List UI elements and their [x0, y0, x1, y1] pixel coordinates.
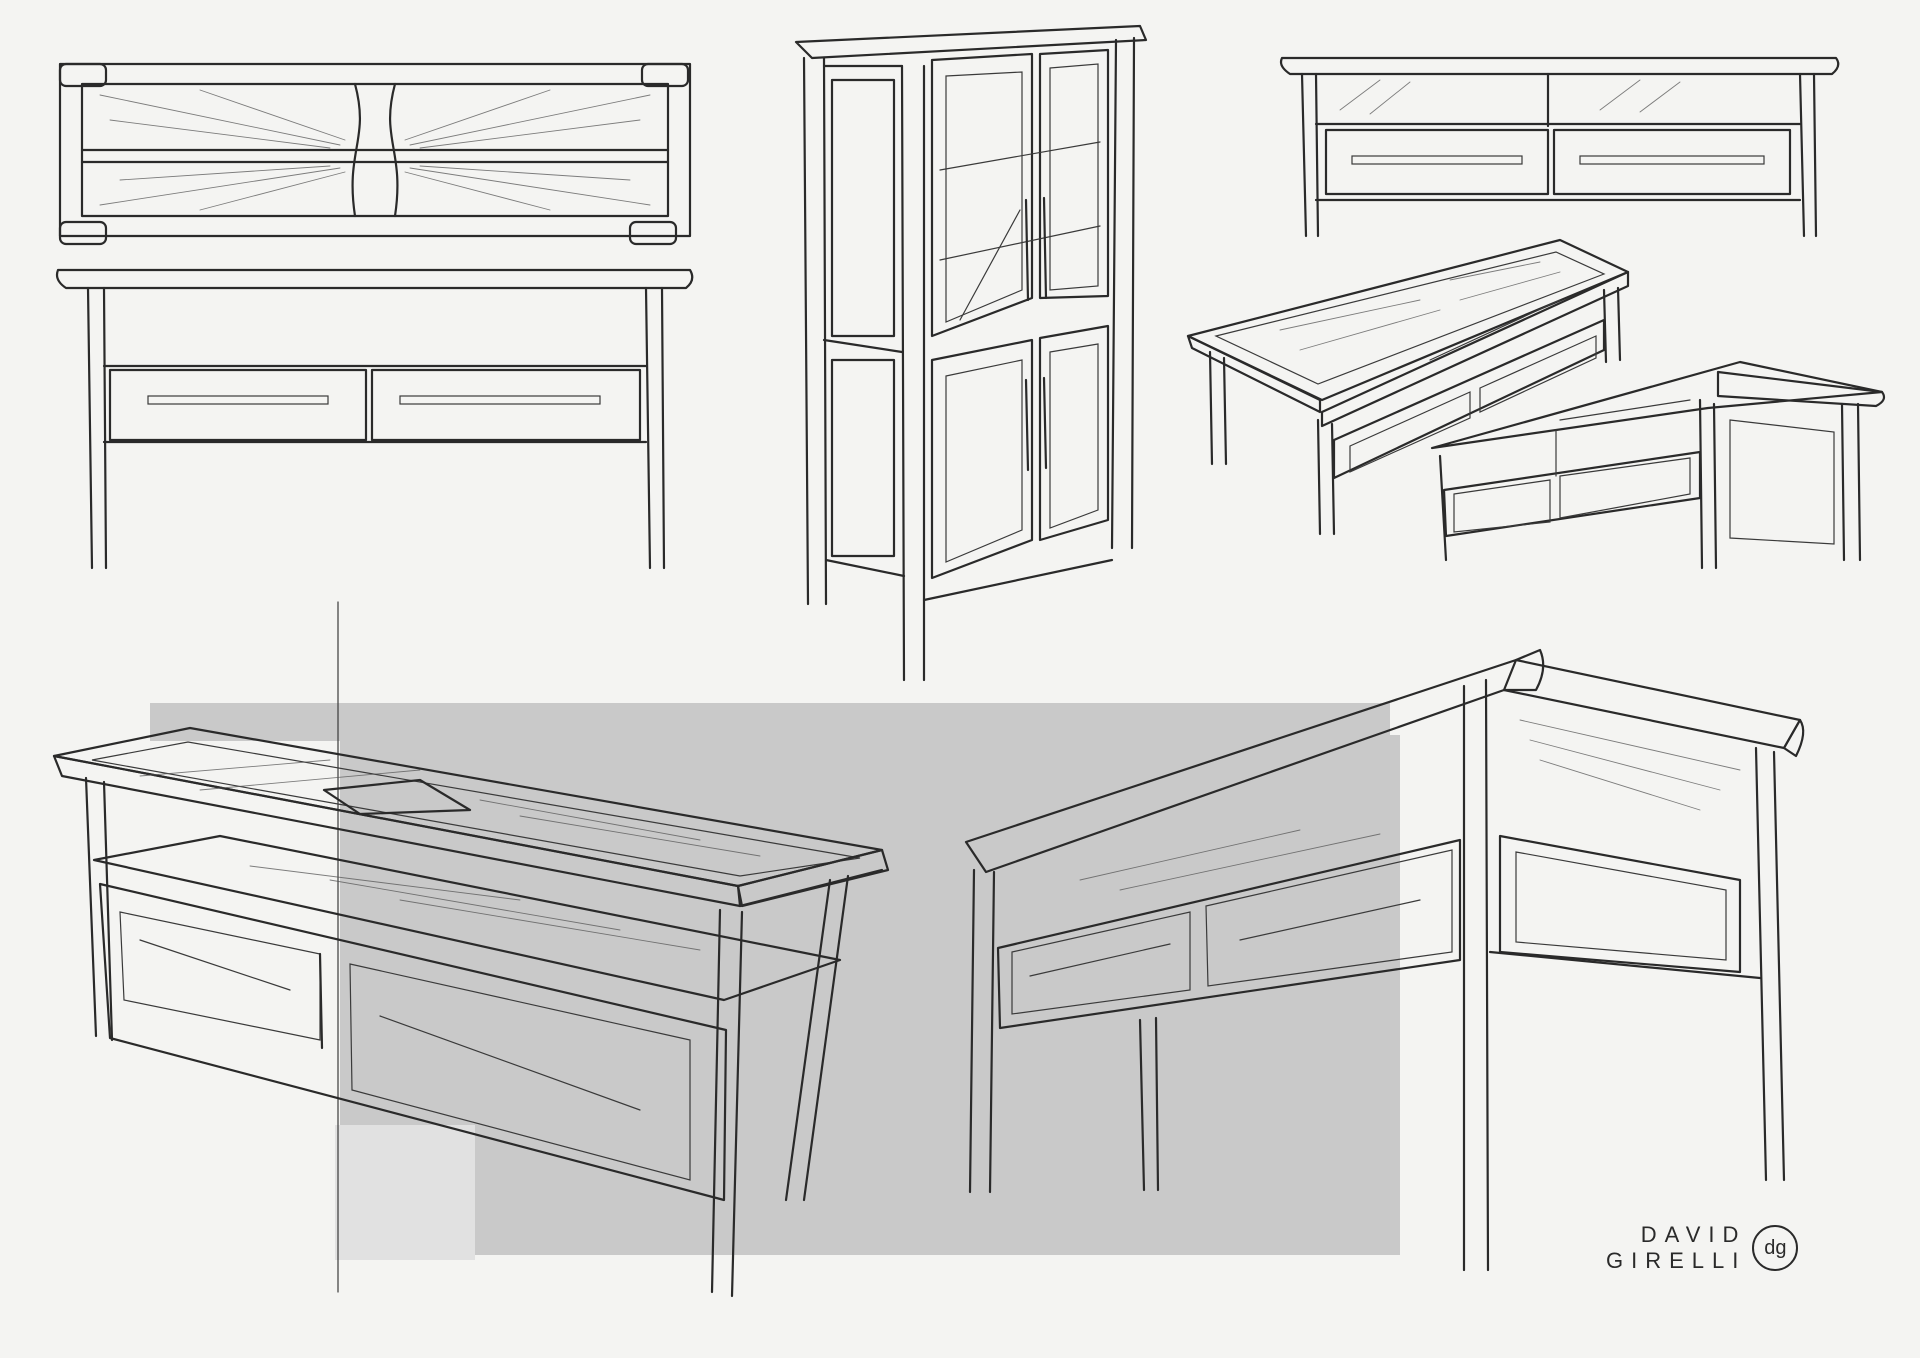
monogram-badge: dg [1752, 1225, 1799, 1271]
signature-last-name: GIRELLI [1606, 1248, 1747, 1273]
console-top-view [58, 62, 692, 246]
console-perspective-right [964, 648, 1805, 1272]
tv-unit-front-view [1279, 56, 1840, 238]
signature-text: DAVID GIRELLI [1606, 1222, 1746, 1274]
console-perspective-left [52, 726, 890, 1298]
signature-first-name: DAVID [1640, 1222, 1747, 1247]
console-front-view [55, 268, 694, 570]
tv-unit-perspective [1430, 360, 1886, 570]
designer-signature: DAVID GIRELLI dg [1606, 1222, 1799, 1274]
coffee-table-perspective [1186, 238, 1630, 536]
display-cabinet [794, 24, 1148, 682]
